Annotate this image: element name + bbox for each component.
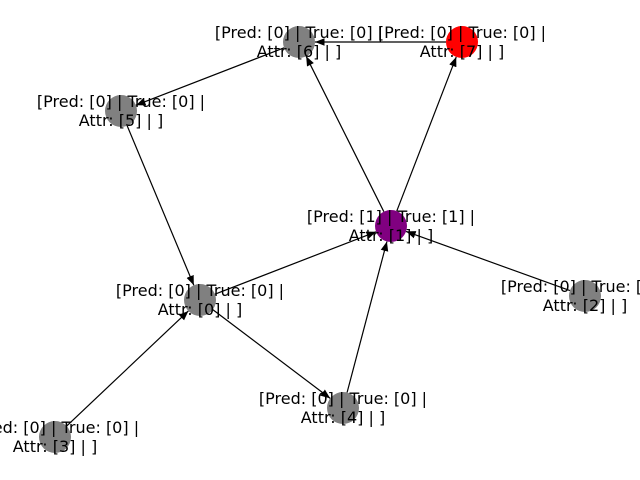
node-label-n3: [Pred: [0] | True: [0] |Attr: [3] | ]	[0, 418, 139, 456]
edge-n1-to-n6	[305, 56, 385, 212]
node-label-line1: [Pred: [0] | True: [0] |	[259, 389, 427, 408]
node-label-line2: Attr: [5] | ]	[79, 111, 163, 130]
node-n2	[569, 280, 601, 312]
edge-n0-to-n1	[214, 231, 377, 295]
edge-n0-to-n4	[212, 309, 331, 399]
node-label-n5: [Pred: [0] | True: [0] |Attr: [5] | ]	[37, 92, 205, 130]
node-label-line2: Attr: [2] | ]	[543, 296, 627, 315]
node-n4	[327, 392, 359, 424]
edges-layer	[66, 38, 571, 427]
node-label-line1: [Pred: [0] | True: [0] |	[116, 281, 284, 300]
node-n5	[105, 95, 137, 127]
node-n3	[39, 421, 71, 453]
node-label-line2: Attr: [0] | ]	[158, 300, 242, 319]
node-label-line1: [Pred: [0] | True: [0] |	[501, 277, 640, 296]
node-label-n7: [Pred: [0] | True: [0] |Attr: [7] | ]	[378, 23, 546, 61]
node-label-n0: [Pred: [0] | True: [0] |Attr: [0] | ]	[116, 281, 284, 319]
node-label-line1: [Pred: [0] | True: [0] |	[0, 418, 139, 437]
node-label-line2: Attr: [3] | ]	[13, 437, 97, 456]
node-n1	[375, 210, 407, 242]
node-label-line2: Attr: [6] | ]	[257, 42, 341, 61]
edge-n4-to-n1	[346, 241, 389, 393]
node-label-line2: Attr: [7] | ]	[420, 42, 504, 61]
edge-n6-to-n5	[135, 47, 285, 106]
labels-layer: [Pred: [0] | True: [0] |Attr: [6] | ][Pr…	[0, 23, 640, 456]
node-n0	[184, 284, 216, 316]
node-label-n4: [Pred: [0] | True: [0] |Attr: [4] | ]	[259, 389, 427, 427]
nodes-layer	[39, 26, 601, 453]
node-label-line2: Attr: [4] | ]	[301, 408, 385, 427]
node-label-n6: [Pred: [0] | True: [0] |Attr: [6] | ]	[215, 23, 383, 61]
edge-n2-to-n1	[405, 230, 571, 292]
node-label-line1: [Pred: [0] | True: [0] |	[37, 92, 205, 111]
edge-n3-to-n0	[66, 310, 189, 427]
node-n7	[446, 26, 478, 58]
node-n6	[283, 26, 315, 58]
node-label-line1: [Pred: [1] | True: [1] |	[307, 207, 475, 226]
node-label-n2: [Pred: [0] | True: [0] |Attr: [2] | ]	[501, 277, 640, 315]
edge-n5-to-n0	[126, 125, 195, 286]
node-label-line1: [Pred: [0] | True: [0] |	[378, 23, 546, 42]
node-label-line1: [Pred: [0] | True: [0] |	[215, 23, 383, 42]
edge-n1-to-n7	[396, 56, 457, 212]
node-label-line2: Attr: [1] | ]	[349, 226, 433, 245]
node-label-n1: [Pred: [1] | True: [1] |Attr: [1] | ]	[307, 207, 475, 245]
